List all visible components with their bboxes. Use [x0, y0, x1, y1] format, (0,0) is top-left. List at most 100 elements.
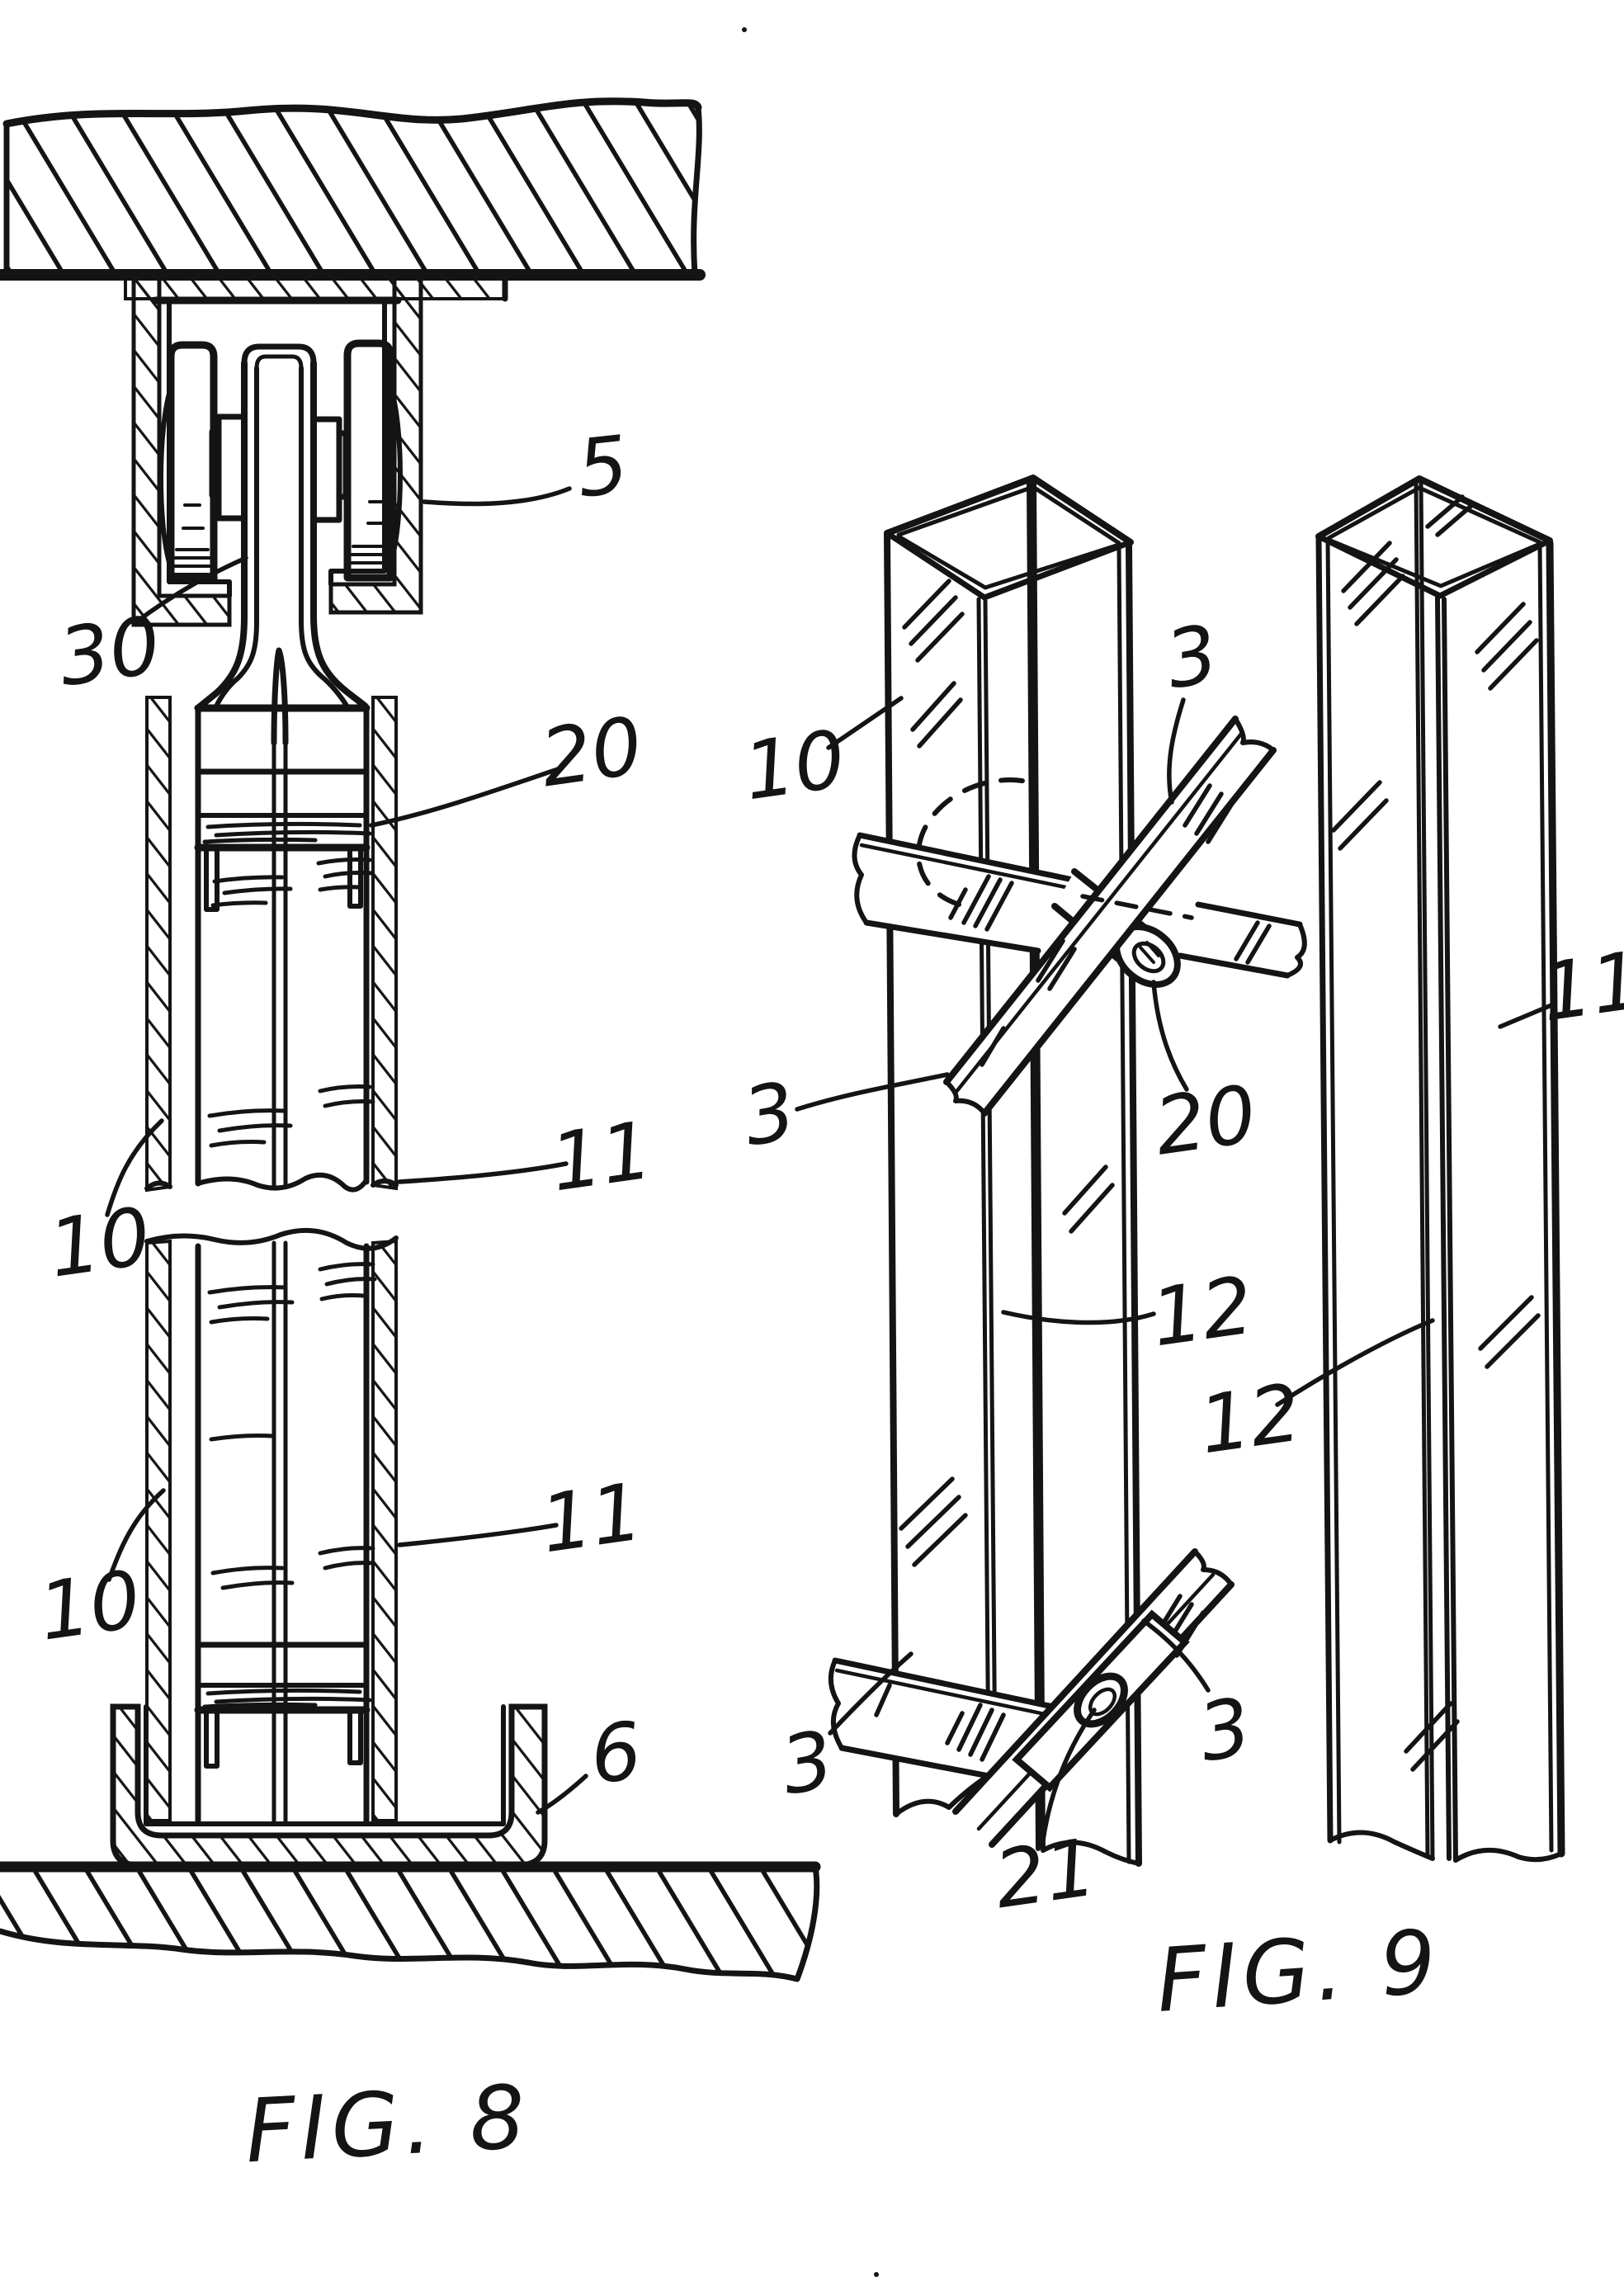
ref-label-5: 5 [573, 418, 632, 516]
roller-left-body [167, 341, 218, 583]
ref-label-20: 20 [1150, 1068, 1263, 1174]
rod-diagonal-shading [980, 783, 1235, 1067]
leader-3-top [1167, 697, 1186, 805]
bar-hook-left [204, 845, 220, 912]
rod-horizontal-right [1180, 905, 1305, 975]
clamping-bar-upper [194, 768, 372, 912]
roller-right [343, 339, 403, 582]
bar-hook-right [347, 845, 363, 909]
channel-profile-right [1315, 475, 1565, 1863]
ref-label-30: 30 [54, 599, 167, 705]
ref-label-11: 11 [1536, 934, 1624, 1040]
leader-10-upper [105, 1118, 164, 1217]
ref-label-10-upper: 10 [44, 1190, 157, 1296]
leader-20 [1151, 980, 1189, 1092]
print-speck [742, 27, 747, 32]
ref-label-11-lower: 11 [536, 1466, 649, 1571]
leader-6 [536, 1774, 588, 1815]
rod-diagonal-lower-break [1192, 1549, 1234, 1587]
strap-inner-left [214, 366, 259, 709]
ref-label-12-upper: 12 [1146, 1259, 1259, 1365]
ref-label-21: 21 [989, 1821, 1102, 1926]
pin-end-bore [1131, 941, 1166, 974]
ref-label-3-mid: 3 [736, 1065, 802, 1164]
leader-30 [131, 555, 248, 626]
rod-horizontal-left-edges [857, 832, 1076, 954]
fig8-labels: 5 30 20 10 11 10 11 6 [34, 418, 659, 1815]
break-bottom [1328, 1830, 1564, 1863]
top-opening-front [1315, 533, 1553, 599]
glass-center-pair [271, 1240, 288, 1823]
panel-strip-left [145, 1239, 172, 1822]
strap-inner-right [299, 366, 349, 708]
roller-right-ticks [350, 500, 389, 573]
panel-break-top [144, 1227, 399, 1251]
surface-shading [1331, 494, 1541, 1772]
rod-horizontal-right-edges [1177, 901, 1303, 979]
roller-left-flange-arc [158, 385, 173, 570]
edge-outer-right-inner [1537, 542, 1554, 1853]
fig8-caption: FIG. 8 [243, 2066, 532, 2182]
ceiling-slab [0, 97, 706, 281]
ref-label-3-lower-right: 3 [1192, 1680, 1258, 1780]
strip-hatch [124, 276, 507, 300]
rod-diagonal-breaks [944, 716, 1276, 1116]
surface-shading [899, 579, 1115, 1567]
panel-shading [207, 1262, 377, 1590]
ceiling-right-edge [691, 104, 702, 277]
clamping-bar-lower [194, 1641, 372, 1769]
panel-strip-left [145, 696, 172, 1193]
leader-12-lower [1275, 1318, 1435, 1407]
strap-outer-right [310, 360, 369, 710]
axle-block-left [209, 413, 248, 522]
ref-label-11-upper: 11 [545, 1104, 659, 1210]
leader-21 [1041, 1708, 1097, 1843]
rod-horizontal-left-edge2 [859, 843, 1072, 890]
edge-outer-left [884, 530, 899, 1817]
ref-label-10: 10 [739, 713, 852, 819]
door-panel-lower [144, 1227, 399, 1824]
floor-hatch-region [0, 1867, 817, 1979]
floor-slab [0, 1861, 821, 1982]
strap-cap [241, 343, 317, 366]
panel-shading [207, 857, 375, 1148]
leader-10 [826, 696, 904, 750]
roller-left-ticks [173, 503, 211, 576]
roller-right-body [343, 339, 394, 582]
ref-label-6: 6 [586, 1704, 645, 1802]
top-opening-inner [896, 484, 1121, 590]
bar-hook-right [347, 1708, 363, 1765]
strap-outer-left [196, 360, 248, 711]
panel-strip-right [371, 696, 398, 1191]
edge-mid-pair [1027, 479, 1046, 1853]
channel-hatch [110, 1703, 548, 1868]
top-opening-outer [1315, 475, 1553, 544]
rod-horizontal-right-break [1285, 922, 1307, 978]
ref-label-10-lower: 10 [34, 1553, 147, 1659]
fig9-caption: FIG. 9 [1153, 1911, 1444, 2032]
tab-hole [1074, 1672, 1128, 1728]
edge-left-pair-inner [1325, 537, 1342, 1845]
ref-label-20: 20 [536, 700, 649, 805]
hidden-rod-dashes [1080, 894, 1194, 920]
channel-lining [144, 1704, 506, 1826]
panel-strip-right [371, 1239, 398, 1822]
axle-block-right [310, 416, 349, 523]
track-mounting-strip [124, 274, 508, 305]
upper-rod-crossing [852, 716, 1307, 1117]
edge-fold-pair [1435, 595, 1458, 1863]
ceiling-hatch-region [7, 101, 698, 274]
leader-3-mid [795, 1072, 950, 1112]
lower-rod-crossing [828, 1548, 1235, 1848]
edge-apex-pair [1414, 479, 1435, 1861]
leader-3-lower-left [828, 1651, 914, 1736]
bar-hook-left [204, 1708, 220, 1769]
door-panel-upper [144, 696, 399, 1193]
leader-20 [369, 767, 560, 828]
edge-left-pair [1315, 533, 1334, 1844]
print-speck [874, 2272, 879, 2277]
leader-11-lower [397, 1523, 559, 1547]
leader-12-upper [1001, 1310, 1156, 1325]
roller-left [158, 341, 218, 583]
